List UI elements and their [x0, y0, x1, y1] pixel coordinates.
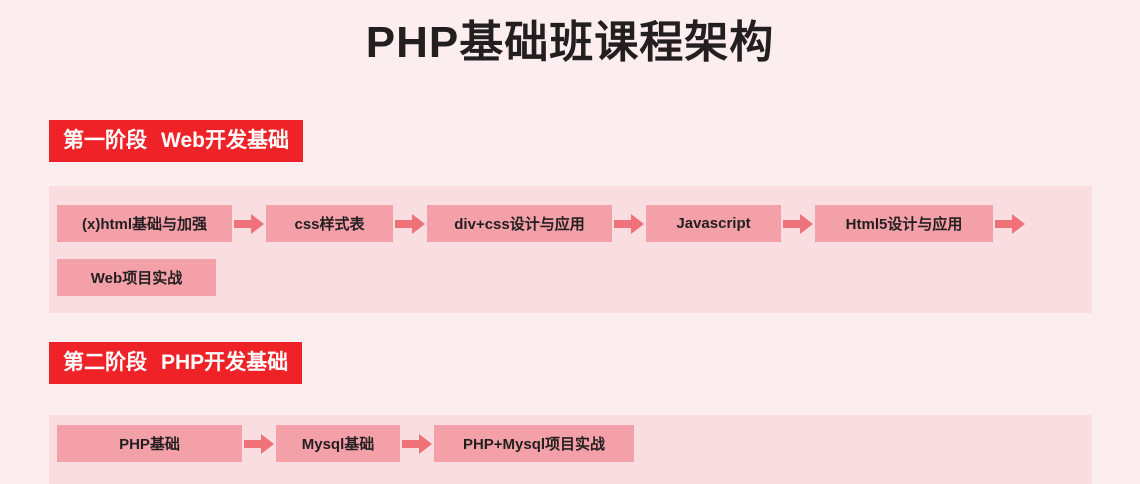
course-box-xhtml[interactable]: (x)html基础与加强 — [57, 205, 232, 242]
course-box-mysql-basic[interactable]: Mysql基础 — [276, 425, 400, 462]
course-box-label: css样式表 — [294, 216, 365, 233]
course-box-label: (x)html基础与加强 — [82, 216, 207, 233]
stage-banner-2: 第二阶段 PHP开发基础 — [49, 342, 303, 384]
course-box-php-basic[interactable]: PHP基础 — [57, 425, 242, 462]
course-box-label: PHP+Mysql项目实战 — [462, 436, 606, 453]
page-title: PHP基础班课程架构 — [365, 18, 775, 67]
arrow-right-icon — [993, 205, 1027, 242]
stage-banner-1: 第一阶段 Web开发基础 — [49, 120, 303, 162]
stage-1-title: Web开发基础 — [161, 129, 289, 152]
stage-panel-2: PHP基础 Mysql基础 PHP+Mysql项目实战 — [49, 415, 1092, 484]
course-box-css[interactable]: css样式表 — [266, 205, 393, 242]
course-box-label: PHP基础 — [119, 436, 180, 453]
arrow-right-icon — [232, 205, 266, 242]
course-flow-row-1b: Web项目实战 — [57, 259, 216, 296]
course-flow-row-2a: PHP基础 Mysql基础 PHP+Mysql项目实战 — [57, 425, 634, 462]
stage-panel-1: (x)html基础与加强 css样式表 div+css设计与应用 — [49, 186, 1092, 313]
stage-2-label: 第二阶段 — [63, 351, 147, 374]
course-box-divcss[interactable]: div+css设计与应用 — [427, 205, 612, 242]
stage-1-label: 第一阶段 — [63, 129, 147, 152]
arrow-right-icon — [612, 205, 646, 242]
arrow-right-icon — [400, 425, 434, 462]
course-box-label: Html5设计与应用 — [845, 216, 963, 233]
arrow-right-icon — [242, 425, 276, 462]
course-box-label: div+css设计与应用 — [454, 216, 585, 233]
course-box-label: Mysql基础 — [301, 436, 375, 453]
course-box-label: Web项目实战 — [90, 270, 183, 287]
stage-2-title: PHP开发基础 — [161, 351, 289, 374]
course-box-javascript[interactable]: Javascript — [646, 205, 781, 242]
arrow-right-icon — [781, 205, 815, 242]
arrow-right-icon — [393, 205, 427, 242]
course-box-web-project[interactable]: Web项目实战 — [57, 259, 216, 296]
course-flow-row-1a: (x)html基础与加强 css样式表 div+css设计与应用 — [57, 205, 1027, 242]
course-box-php-mysql-project[interactable]: PHP+Mysql项目实战 — [434, 425, 634, 462]
course-box-html5[interactable]: Html5设计与应用 — [815, 205, 993, 242]
course-box-label: Javascript — [676, 215, 751, 232]
